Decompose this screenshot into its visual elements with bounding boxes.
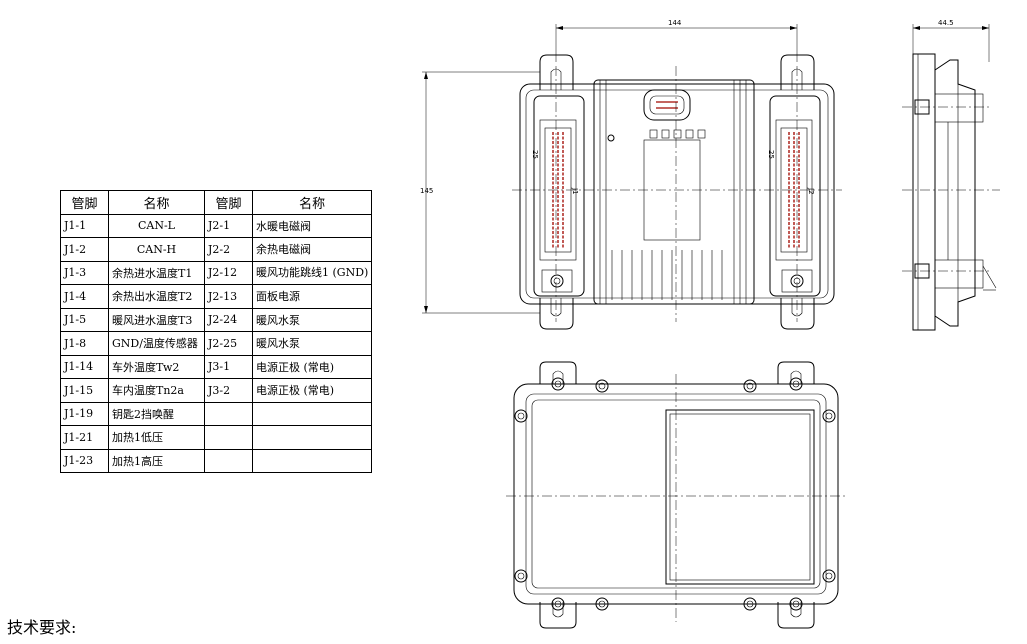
dim-width-text: 144 [668, 19, 682, 27]
table-row: J1-14 车外温度Tw2 J3-1 电源正极 (常电) [60, 354, 373, 379]
name-cell: 加热1高压 [108, 448, 205, 473]
pin-cell: J1-14 [60, 354, 109, 379]
name-cell: 暖风水泵 [251, 331, 373, 356]
name-cell: 余热电磁阀 [251, 237, 373, 262]
name-cell [251, 448, 373, 473]
name-cell: 暖风水泵 [251, 307, 373, 332]
pin-cell: J1-4 [60, 284, 109, 309]
pin-cell: J1-23 [60, 448, 109, 473]
tech-requirements-label: 技术要求: [7, 618, 77, 637]
dim-depth-text: 44.5 [938, 19, 954, 27]
name-cell: 余热进水温度T1 [108, 260, 205, 285]
name-cell: 车内温度Tn2a [108, 378, 205, 403]
pin-cell: J1-8 [60, 331, 109, 356]
name-cell: 面板电源 [251, 284, 373, 309]
table-row: J1-21 加热1低压 [60, 425, 373, 450]
name-cell: 钥匙2挡唤醒 [108, 401, 205, 426]
table-row: J1-1 CAN-L J2-1 水暖电磁阀 [60, 213, 373, 238]
screw-icon [789, 377, 803, 391]
name-cell: 水暖电磁阀 [251, 213, 373, 238]
name-cell: 加热1低压 [108, 425, 205, 450]
front-view: 144 145 25 J1 [420, 19, 842, 330]
screw-icon [551, 377, 565, 391]
bottom-view [506, 361, 848, 629]
pin-cell: J2-24 [204, 307, 253, 332]
header-name-2: 名称 [251, 190, 373, 215]
pin-cell: J1-15 [60, 378, 109, 403]
screw-icon [514, 569, 528, 583]
dimension-width: 144 [555, 19, 798, 62]
connector-j2-label: J2 [807, 187, 815, 195]
screw-icon [514, 409, 528, 423]
name-cell: 电源正极 (常电) [251, 354, 373, 379]
connector-j1-label: J1 [571, 187, 579, 195]
name-cell: 电源正极 (常电) [251, 378, 373, 403]
pin-cell: J2-13 [204, 284, 253, 309]
table-row: J1-5 暖风进水温度T3 J2-24 暖风水泵 [60, 307, 373, 332]
pin-cell: J2-12 [204, 260, 253, 285]
screw-icon [595, 597, 609, 611]
table-row: J1-4 余热出水温度T2 J2-13 面板电源 [60, 284, 373, 309]
screw-icon [743, 379, 757, 393]
dim-height-text: 145 [420, 187, 433, 195]
pin-25-left-label: 25 [531, 150, 539, 159]
pin-cell: J2-1 [204, 213, 253, 238]
table-row: J1-19 钥匙2挡唤醒 [60, 401, 373, 426]
pin-cell: J2-25 [204, 331, 253, 356]
name-cell: CAN-H [108, 237, 205, 262]
header-pin-1: 管脚 [60, 190, 109, 215]
header-name-1: 名称 [108, 190, 205, 215]
table-row: J1-15 车内温度Tn2a J3-2 电源正极 (常电) [60, 378, 373, 403]
pin-cell: J3-1 [204, 354, 253, 379]
pin-definition-table: 管脚 名称 管脚 名称 J1-1 CAN-L J2-1 水暖电磁阀 J1-2 C… [60, 190, 373, 473]
name-cell: 暖风进水温度T3 [108, 307, 205, 332]
table-row: J1-23 加热1高压 [60, 448, 373, 473]
screw-icon [743, 597, 757, 611]
screw-icon [595, 379, 609, 393]
screw-icon [822, 409, 836, 423]
screw-icon [551, 597, 565, 611]
pin-cell: J1-21 [60, 425, 109, 450]
name-cell [251, 425, 373, 450]
name-cell [251, 401, 373, 426]
pin-25-right-label: 25 [767, 150, 775, 159]
pin-cell: J2-2 [204, 237, 253, 262]
table-row: J1-2 CAN-H J2-2 余热电磁阀 [60, 237, 373, 262]
name-cell: GND/温度传感器 [108, 331, 205, 356]
pin-cell: J3-2 [204, 378, 253, 403]
screw-icon [822, 569, 836, 583]
pin-cell: J1-19 [60, 401, 109, 426]
name-cell: 暖风功能跳线1 (GND) [251, 260, 373, 285]
dimension-height: 145 [420, 71, 540, 314]
name-cell: 车外温度Tw2 [108, 354, 205, 379]
side-view: 44.5 [902, 19, 1000, 331]
table-row: J1-3 余热进水温度T1 J2-12 暖风功能跳线1 (GND) [60, 260, 373, 285]
pin-cell: J1-2 [60, 237, 109, 262]
table-header-row: 管脚 名称 管脚 名称 [60, 190, 373, 215]
name-cell: 余热出水温度T2 [108, 284, 205, 309]
screw-icon [789, 597, 803, 611]
table-row: J1-8 GND/温度传感器 J2-25 暖风水泵 [60, 331, 373, 356]
